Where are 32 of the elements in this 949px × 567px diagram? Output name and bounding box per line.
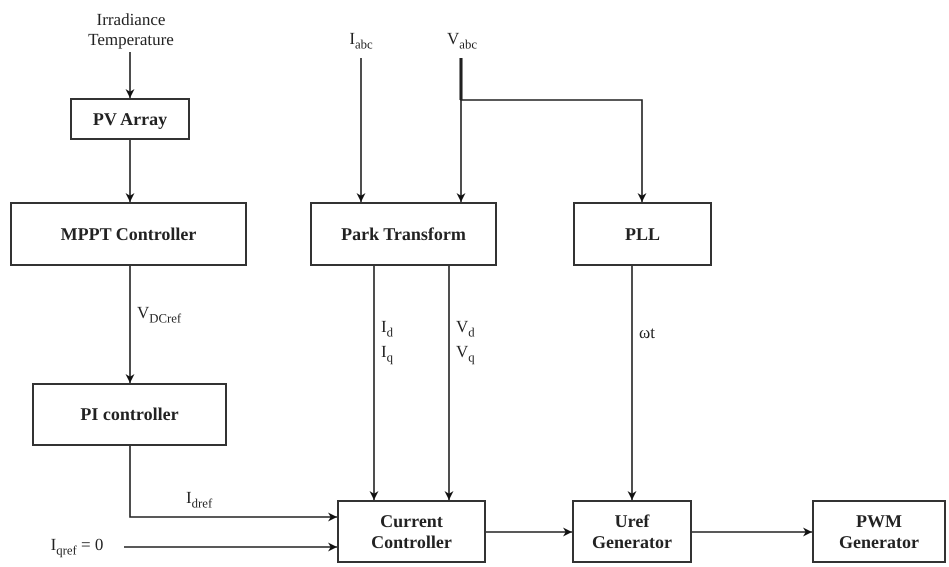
process-box xyxy=(573,202,712,266)
box-label: Current Controller xyxy=(370,510,453,552)
process-box xyxy=(310,202,497,266)
arrow xyxy=(370,266,378,500)
process-box xyxy=(812,500,946,563)
arrow xyxy=(628,266,636,500)
arrow xyxy=(126,52,134,98)
signal-text: I$_{abc}$ xyxy=(349,29,373,53)
arrow xyxy=(126,266,134,383)
process-box xyxy=(572,500,692,563)
box-label: PV Array xyxy=(92,108,168,130)
box-label: Park Transform xyxy=(341,224,466,244)
arrow xyxy=(129,446,337,522)
arrow xyxy=(460,58,646,202)
signal-text: V$_{abc}$ xyxy=(447,29,477,53)
process-box xyxy=(32,383,227,446)
arrow xyxy=(692,528,812,536)
arrow xyxy=(486,528,572,536)
box-label: PI controller xyxy=(80,404,179,425)
box-label: PWM Generator xyxy=(838,510,920,552)
signal-text: Irradiance Temperature xyxy=(87,10,175,50)
arrow xyxy=(126,140,134,202)
arrow xyxy=(444,266,454,500)
arrow xyxy=(356,58,366,202)
process-box xyxy=(70,98,190,140)
box-label: Uref Generator xyxy=(591,510,673,552)
box-label: PLL xyxy=(624,224,660,244)
process-box xyxy=(10,202,247,266)
process-box xyxy=(337,500,486,563)
arrow xyxy=(124,542,337,552)
signal-text: I$_{qref}$ = 0 xyxy=(50,535,104,559)
box-label: MPPT Controller xyxy=(60,224,196,244)
